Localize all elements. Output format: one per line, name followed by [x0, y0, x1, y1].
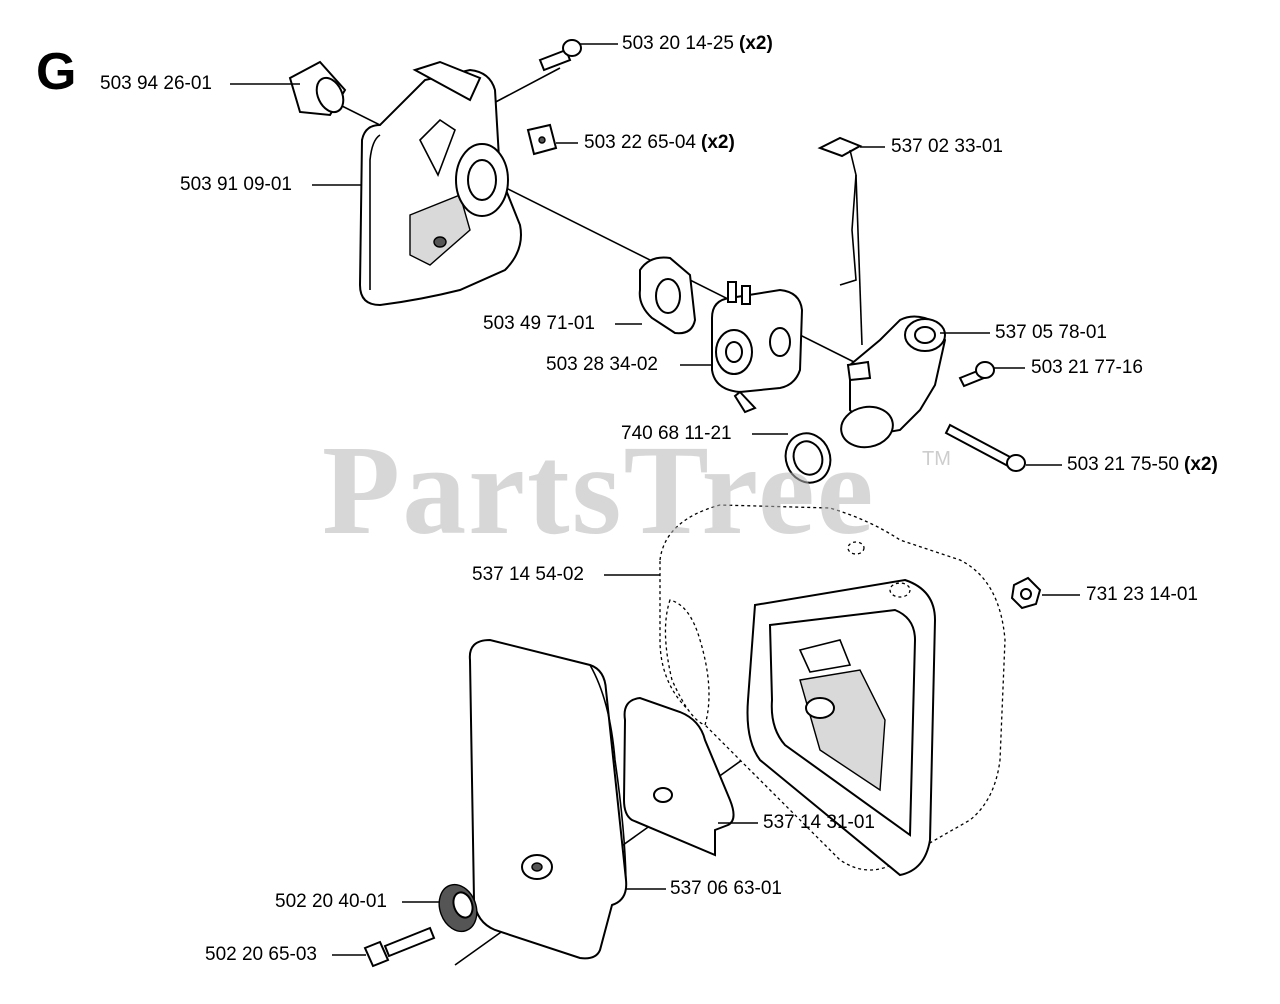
intake-fitting-part[interactable]	[288, 60, 348, 117]
air-filter-cover-part[interactable]	[468, 638, 628, 960]
throttle-rod-part[interactable]	[817, 136, 863, 346]
axis-line-bolt	[489, 67, 561, 106]
part-label-p9[interactable]: 503 21 77-16	[1031, 357, 1143, 378]
part-label-p17[interactable]: 502 20 65-03	[205, 944, 317, 965]
part-label-p13[interactable]: 731 23 14-01	[1086, 584, 1198, 605]
air-filter-element-part[interactable]	[622, 696, 735, 857]
part-label-p11[interactable]: 503 21 75-50(x2)	[1067, 454, 1218, 475]
part-label-p6[interactable]: 503 49 71-01	[483, 313, 595, 334]
watermark: PartsTree	[322, 419, 876, 561]
filter-screw-part[interactable]	[363, 926, 436, 968]
intake-manifold-part[interactable]	[838, 315, 947, 451]
part-label-p3[interactable]: 503 22 65-04(x2)	[584, 132, 735, 153]
trademark-mark: TM	[922, 448, 951, 470]
part-label-p1[interactable]: 503 94 26-01	[100, 73, 212, 94]
part-label-p16[interactable]: 502 20 40-01	[275, 891, 387, 912]
part-label-p8[interactable]: 503 28 34-02	[546, 354, 658, 375]
part-label-p4[interactable]: 503 91 09-01	[180, 174, 292, 195]
part-label-p12[interactable]: 537 14 54-02	[472, 564, 584, 585]
part-label-p5[interactable]: 537 02 33-01	[891, 136, 1003, 157]
section-letter: G	[36, 43, 77, 101]
cylinder-housing-part[interactable]	[659, 504, 1006, 877]
manifold-bolt-short-part[interactable]	[958, 361, 995, 388]
intake-ring-part[interactable]	[779, 427, 837, 489]
part-label-p7[interactable]: 537 05 78-01	[995, 322, 1107, 343]
part-label-p14[interactable]: 537 14 31-01	[763, 812, 875, 833]
part-label-p15[interactable]: 537 06 63-01	[670, 878, 782, 899]
carburetor-part[interactable]	[711, 281, 804, 414]
filter-knob-part[interactable]	[433, 879, 483, 936]
cover-bolt-part[interactable]	[538, 39, 582, 72]
manifold-bolt-long-part[interactable]	[944, 423, 1026, 472]
hex-nut-part[interactable]	[1010, 576, 1042, 610]
square-nut-part[interactable]	[526, 123, 558, 156]
filter-holder-plate-part[interactable]	[358, 60, 522, 307]
carburetor-gasket-part[interactable]	[638, 256, 697, 335]
part-label-p10[interactable]: 740 68 11-21	[621, 423, 732, 444]
part-label-p2[interactable]: 503 20 14-25(x2)	[622, 33, 773, 54]
